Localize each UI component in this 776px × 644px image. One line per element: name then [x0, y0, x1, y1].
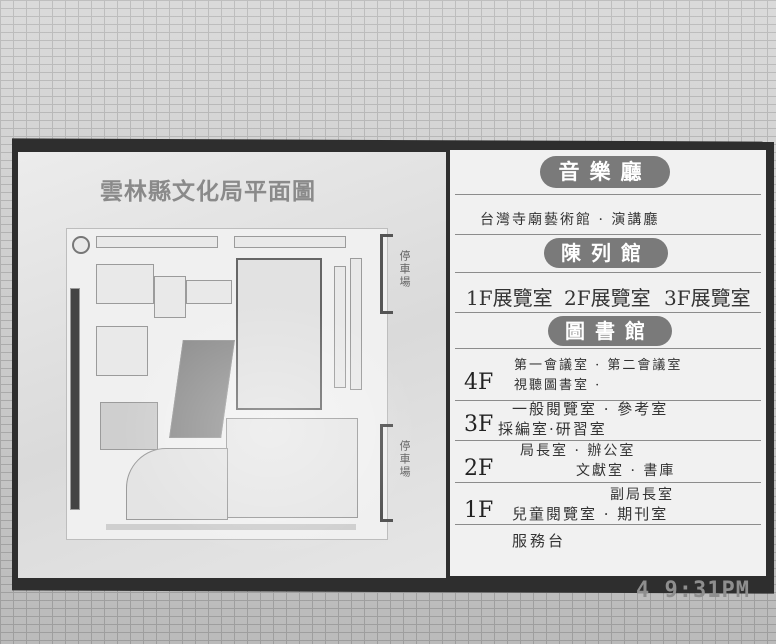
gallery-heading: 陳列館 — [544, 238, 668, 268]
map-block — [126, 448, 228, 520]
library-floor-1f: 1F — [464, 498, 494, 523]
library-3f-line-2: 採編室·研習室 — [498, 420, 607, 438]
building-directory — [450, 150, 766, 576]
parking-label-bottom: 停車場 — [398, 440, 411, 479]
directory-row — [455, 440, 761, 483]
library-floor-2f: 2F — [464, 456, 494, 481]
map-block — [154, 276, 186, 318]
concert-hall-line: 台灣寺廟藝術館 · 演講廳 — [480, 212, 660, 228]
library-3f-line-1: 一般閱覽室 · 參考室 — [512, 400, 669, 418]
parking-label-top: 停車場 — [398, 250, 411, 289]
directory-row — [455, 150, 761, 195]
map-block — [334, 266, 346, 388]
compass-icon — [72, 236, 90, 254]
library-1f-line-1: 副局長室 — [610, 487, 674, 503]
gallery-floor-2: 2F展覽室 — [564, 286, 651, 310]
directory-row — [455, 348, 761, 401]
map-block — [234, 236, 346, 248]
floor-plan-title: 雲林縣文化局平面圖 — [100, 179, 316, 205]
library-4f-line-1: 第一會議室 · 第二會議室 — [514, 358, 683, 373]
concert-hall-heading: 音樂廳 — [540, 156, 670, 188]
directory-row — [455, 272, 761, 313]
directory-row — [455, 194, 761, 235]
directory-row — [455, 234, 761, 273]
map-block — [96, 236, 218, 248]
camera-timestamp: 4 9:31PM — [636, 578, 750, 603]
map-block — [350, 258, 362, 390]
concert-hall-block — [236, 258, 322, 410]
service-desk-label: 服務台 — [512, 532, 567, 550]
directory-row — [455, 400, 761, 441]
map-block — [100, 402, 158, 450]
library-floor-4f: 4F — [464, 370, 494, 395]
library-2f-line-2: 文獻室 · 書庫 — [576, 463, 676, 479]
directory-row — [455, 312, 761, 349]
library-1f-line-2: 兒童閱覽室 · 期刊室 — [512, 505, 669, 523]
map-dark-strip — [70, 288, 80, 510]
parking-bracket — [380, 234, 393, 314]
gallery-floor-3: 3F展覽室 — [664, 286, 751, 310]
map-block — [96, 326, 148, 376]
floor-plan-map — [66, 228, 400, 544]
map-block — [226, 418, 358, 518]
map-block — [96, 264, 154, 304]
library-4f-line-2: 視聽圖書室 · — [514, 378, 602, 393]
library-heading: 圖書館 — [548, 316, 672, 346]
map-block — [186, 280, 232, 304]
directory-row — [455, 482, 761, 525]
library-2f-line-1: 局長室 · 辦公室 — [520, 443, 636, 459]
map-road — [106, 524, 356, 530]
gallery-floor-1: 1F展覽室 — [466, 286, 553, 310]
parking-bracket — [380, 424, 393, 522]
library-floor-3f: 3F — [464, 412, 494, 437]
